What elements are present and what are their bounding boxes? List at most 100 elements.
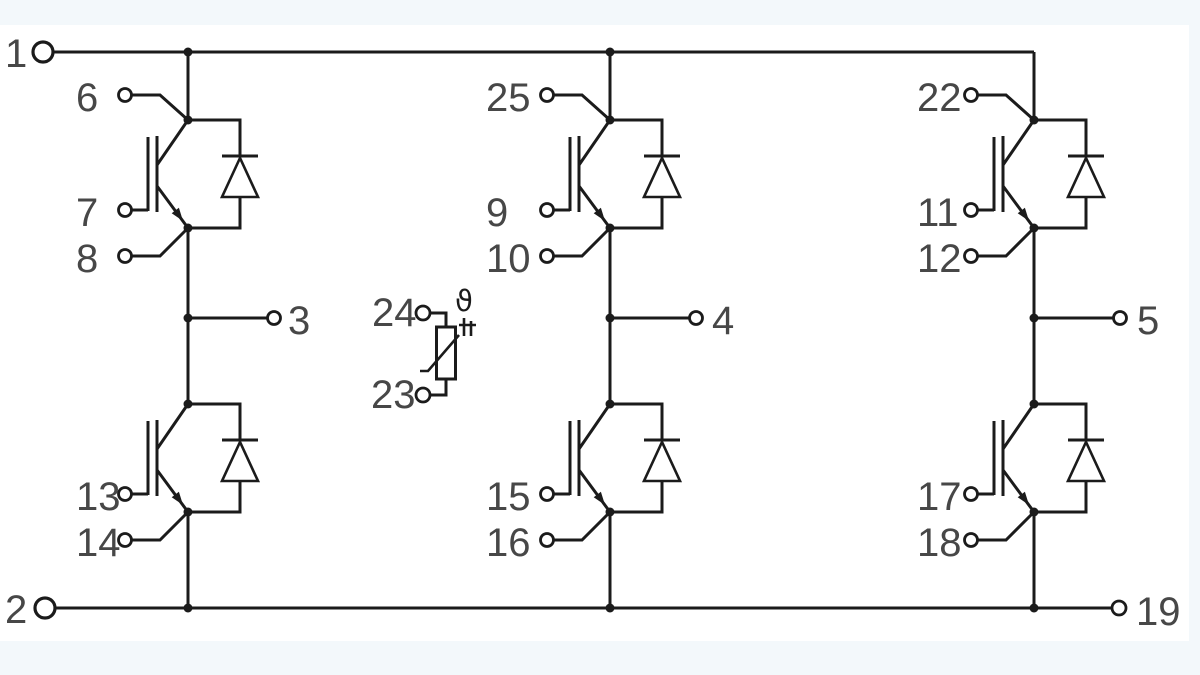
terminal-17-pin (963, 486, 979, 502)
collector-wire (577, 403, 612, 450)
junction-dot (1029, 313, 1039, 323)
collector-node-dot (605, 399, 615, 409)
ntc-t-mark-icon (459, 318, 476, 336)
diode-triangle (1065, 154, 1107, 199)
igbt-cell-bottom-right: 17 18 (917, 399, 1107, 565)
collector-node-dot (1029, 115, 1039, 125)
terminal-5-label: 5 (1137, 299, 1159, 343)
emitter-node-dot (1029, 223, 1039, 233)
igbt-cell-top-right: 22 11 12 (917, 76, 1107, 281)
emitter-node-dot (183, 223, 193, 233)
terminal-13-pin (117, 486, 133, 502)
terminal-14-label: 14 (76, 521, 121, 565)
terminal-19-label: 19 (1136, 590, 1181, 634)
terminal-10-label: 10 (486, 237, 531, 281)
emitter-arrow (593, 491, 605, 505)
terminal-7-label: 7 (76, 191, 98, 235)
terminal-9-label: 9 (486, 191, 508, 235)
diode-branch-wire (188, 118, 242, 230)
emitter-arrow (1017, 207, 1029, 221)
diode-triangle (219, 154, 261, 199)
aux-collector-wire (131, 93, 189, 122)
phase-leg-2: 4 (605, 52, 734, 608)
ntc-thermistor: 24 23 ϑ (371, 284, 476, 417)
terminal-18-pin (963, 532, 979, 548)
terminal-23-pin (414, 386, 432, 404)
diode-triangle (219, 438, 261, 483)
phase-leg-1: 3 (183, 52, 310, 608)
emitter-wire (1001, 469, 1036, 513)
emitter-node-dot (605, 223, 615, 233)
aux-emitter-wire (977, 226, 1036, 258)
terminal-15-pin (539, 486, 555, 502)
igbt-cell-top-middle: 25 9 10 (486, 76, 683, 281)
diode-branch-wire (610, 402, 664, 514)
terminal-3-pin (266, 310, 282, 326)
terminal-19-pin (1110, 599, 1128, 617)
collector-node-dot (605, 115, 615, 125)
igbt-cell-top-left: 6 7 8 (76, 76, 261, 281)
terminal-11-pin (963, 202, 979, 218)
junction-dot (605, 313, 615, 323)
diode-branch-wire (1034, 402, 1088, 514)
terminal-6-pin (117, 87, 133, 103)
igbt-cell-bottom-left: 13 14 (76, 399, 261, 565)
junction-dot (183, 313, 193, 323)
diode-branch-wire (610, 118, 664, 230)
emitter-wire (577, 469, 612, 513)
dc-minus-rail: 2 19 (5, 588, 1181, 634)
terminal-24-label: 24 (372, 291, 417, 335)
emitter-arrow (593, 207, 605, 221)
terminal-10-pin (539, 248, 555, 264)
diode-triangle (641, 154, 683, 199)
terminal-18-label: 18 (917, 521, 962, 565)
emitter-arrow (171, 491, 183, 505)
drawing-area (0, 25, 1189, 641)
theta-temperature-icon: ϑ (455, 284, 473, 318)
aux-collector-wire (553, 93, 611, 122)
collector-wire (155, 403, 190, 450)
igbt-cell-bottom-middle: 15 16 (486, 399, 683, 565)
terminal-8-pin (117, 248, 133, 264)
diode-branch-wire (188, 402, 242, 514)
collector-node-dot (183, 115, 193, 125)
aux-emitter-wire (553, 510, 612, 542)
terminal-4-pin (688, 310, 704, 326)
emitter-wire (1001, 185, 1036, 229)
terminal-8-label: 8 (76, 237, 98, 281)
terminal-1-label: 1 (5, 32, 27, 76)
emitter-wire (155, 185, 190, 229)
aux-emitter-wire (977, 510, 1036, 542)
terminal-6-label: 6 (76, 76, 98, 120)
emitter-arrow (171, 207, 183, 221)
terminal-25-pin (539, 87, 555, 103)
emitter-node-dot (183, 507, 193, 517)
wire-segment (429, 379, 448, 397)
emitter-node-dot (605, 507, 615, 517)
emitter-wire (155, 469, 190, 513)
diode-triangle (641, 438, 683, 483)
collector-wire (1001, 119, 1036, 166)
dc-plus-rail: 1 (5, 32, 1034, 76)
emitter-wire (577, 185, 612, 229)
terminal-5-pin (1112, 310, 1128, 326)
collector-wire (1001, 403, 1036, 450)
diode-branch-wire (1034, 118, 1088, 230)
collector-node-dot (183, 399, 193, 409)
collector-node-dot (1029, 399, 1039, 409)
terminal-12-label: 12 (917, 237, 962, 281)
terminal-23-label: 23 (371, 373, 416, 417)
aux-emitter-wire (131, 226, 190, 258)
terminal-16-label: 16 (486, 521, 531, 565)
terminal-7-pin (117, 202, 133, 218)
terminal-22-pin (963, 87, 979, 103)
terminal-1-pin (31, 40, 55, 64)
terminal-17-label: 17 (917, 475, 962, 519)
terminal-25-label: 25 (486, 76, 531, 120)
terminal-14-pin (117, 532, 133, 548)
emitter-arrow (1017, 491, 1029, 505)
collector-wire (577, 119, 612, 166)
thermistor-body (435, 325, 457, 381)
